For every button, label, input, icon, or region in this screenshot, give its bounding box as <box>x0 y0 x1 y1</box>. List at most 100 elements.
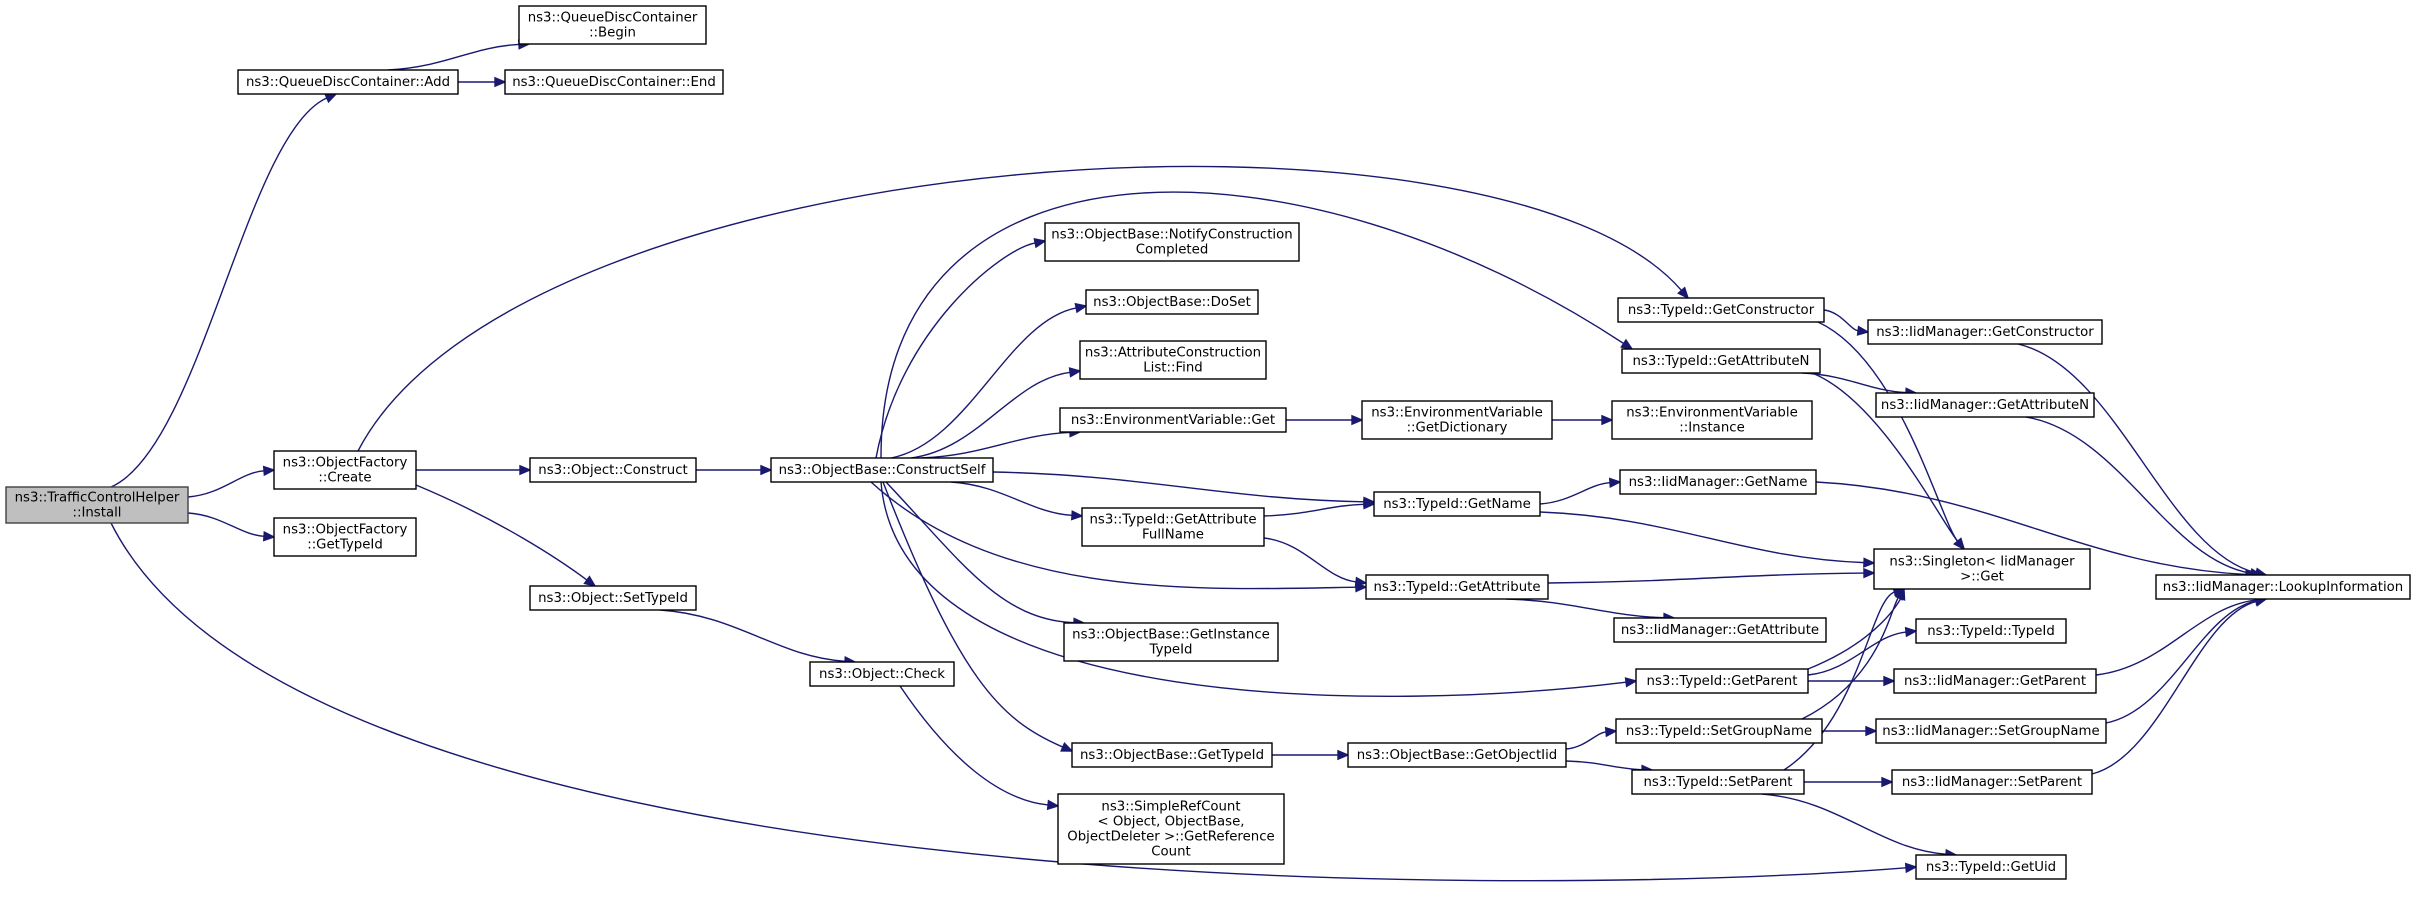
edge-line <box>1565 760 1643 771</box>
edge-arrowhead <box>1624 677 1638 688</box>
edge-arrowhead <box>1856 325 1870 336</box>
node-tid-setgroupname[interactable]: ns3::TypeId::SetGroupName <box>1615 718 1823 744</box>
node-qdc-end[interactable]: ns3::QueueDiscContainer::End <box>504 69 724 95</box>
edge-line <box>110 522 1907 882</box>
edge-arrowhead <box>1363 499 1376 510</box>
edge-arrowhead <box>1337 749 1350 761</box>
node-tid-setparent[interactable]: ns3::TypeId::SetParent <box>1631 769 1805 795</box>
edge-line <box>1807 598 1902 670</box>
edge-arrowhead <box>1604 726 1618 738</box>
node-box <box>1057 793 1285 865</box>
node-tid-getname[interactable]: ns3::TypeId::GetName <box>1373 491 1541 517</box>
node-tid-getparent[interactable]: ns3::TypeId::GetParent <box>1635 668 1809 694</box>
node-label-line: < Object, ObjectBase, <box>1097 815 1244 830</box>
node-label-line: ns3::IidManager::GetAttribute <box>1621 623 1819 638</box>
edge-obj-settypeid-to-obj-check <box>659 609 857 667</box>
edge-line <box>1811 372 1959 542</box>
node-ev-getdict[interactable]: ns3::EnvironmentVariable::GetDictionary <box>1361 400 1553 440</box>
node-label-line: ns3::Object::Check <box>819 667 945 682</box>
edge-tid-setparent-to-singleton-get <box>1783 587 1906 771</box>
node-label-line: ns3::ObjectBase::DoSet <box>1093 295 1251 310</box>
edge-line <box>1801 596 1900 720</box>
node-label-line: ::GetTypeId <box>307 538 383 553</box>
node-qdc-add[interactable]: ns3::QueueDiscContainer::Add <box>237 69 459 95</box>
edge-line <box>1505 598 1665 619</box>
edge-line <box>1263 503 1365 517</box>
edge-arrowhead <box>1074 302 1088 314</box>
edge-obj-construct-to-ob-constructself <box>696 464 773 476</box>
edge-line <box>992 471 1365 503</box>
node-box <box>504 69 724 95</box>
node-iid-lookup[interactable]: ns3::IidManager::LookupInformation <box>2155 574 2411 600</box>
edge-line <box>415 484 588 581</box>
node-tid-getconstructor[interactable]: ns3::TypeId::GetConstructor <box>1617 297 1825 323</box>
node-box <box>1044 222 1300 262</box>
node-of-gettypeid[interactable]: ns3::ObjectFactory::GetTypeId <box>273 517 417 557</box>
node-label-line: TypeId <box>1149 643 1193 658</box>
node-ob-getobjectiid[interactable]: ns3::ObjectBase::GetObjectIid <box>1347 742 1567 768</box>
node-ob-gettypeid[interactable]: ns3::ObjectBase::GetTypeId <box>1071 742 1273 768</box>
node-box <box>518 5 707 45</box>
edge-arrowhead <box>1904 626 1918 638</box>
edge-ob-constructself-to-tid-getname <box>992 471 1376 508</box>
node-of-create[interactable]: ns3::ObjectFactory::Create <box>273 450 417 490</box>
node-obj-construct[interactable]: ns3::Object::Construct <box>529 457 697 483</box>
edge-ev-get-to-ev-getdict <box>1285 414 1364 426</box>
node-ev-get[interactable]: ns3::EnvironmentVariable::Get <box>1059 407 1287 433</box>
node-label-line: ns3::TypeId::GetParent <box>1647 674 1798 689</box>
edge-line <box>899 685 1049 806</box>
node-qdc-begin[interactable]: ns3::QueueDiscContainer::Begin <box>518 5 707 45</box>
node-ob-doset[interactable]: ns3::ObjectBase::DoSet <box>1085 289 1259 315</box>
node-iid-getattr[interactable]: ns3::IidManager::GetAttribute <box>1613 617 1827 643</box>
node-srf-getref[interactable]: ns3::SimpleRefCount< Object, ObjectBase,… <box>1057 793 1285 865</box>
edge-tid-setgroupname-to-singleton-get <box>1801 587 1906 720</box>
node-label-line: ns3::TypeId::GetConstructor <box>1628 303 1815 318</box>
edge-line <box>1761 793 1947 855</box>
node-label-line: ns3::ObjectBase::GetInstance <box>1072 628 1270 643</box>
node-install[interactable]: ns3::TrafficControlHelper::Install <box>5 486 189 524</box>
node-label-line: ns3::TypeId::TypeId <box>1927 624 2055 639</box>
node-tid-getattrn[interactable]: ns3::TypeId::GetAttributeN <box>1621 348 1821 374</box>
edge-line <box>1783 591 1895 771</box>
edge-arrowhead <box>1060 741 1074 752</box>
edge-line <box>187 470 265 498</box>
edge-tid-getattrn-to-singleton-get <box>1811 372 1966 551</box>
edge-ev-getdict-to-ev-instance <box>1551 414 1614 426</box>
node-tid-getattr[interactable]: ns3::TypeId::GetAttribute <box>1365 574 1549 600</box>
node-obj-check[interactable]: ns3::Object::Check <box>809 661 955 687</box>
node-box <box>1615 718 1823 744</box>
edge-ob-constructself-to-ob-notify <box>875 237 1047 459</box>
node-box <box>1621 348 1821 374</box>
node-ob-constructself[interactable]: ns3::ObjectBase::ConstructSelf <box>770 457 994 483</box>
node-iid-setparent[interactable]: ns3::IidManager::SetParent <box>1891 769 2093 795</box>
node-iid-getparent[interactable]: ns3::IidManager::GetParent <box>1893 668 2097 694</box>
edge-of-create-to-obj-construct <box>416 464 532 476</box>
edge-arrowhead <box>1046 799 1060 811</box>
node-label-line: ns3::ObjectBase::NotifyConstruction <box>1051 228 1292 243</box>
node-tid-getuid[interactable]: ns3::TypeId::GetUid <box>1915 854 2067 880</box>
node-label-line: ns3::IidManager::GetAttributeN <box>1881 398 2089 413</box>
node-label-line: ::Install <box>73 506 122 521</box>
node-singleton-get[interactable]: ns3::Singleton< IidManager >::Get <box>1873 548 2091 590</box>
node-iid-getconstructor[interactable]: ns3::IidManager::GetConstructor <box>1867 319 2103 345</box>
edge-line <box>875 242 1036 459</box>
edges-layer <box>110 39 2268 882</box>
node-iid-getname[interactable]: ns3::IidManager::GetName <box>1619 469 1817 495</box>
edge-ob-constructself-to-ob-getinstance <box>885 481 1086 628</box>
node-tid-typeid[interactable]: ns3::TypeId::TypeId <box>1915 618 2067 644</box>
node-obj-settypeid[interactable]: ns3::Object::SetTypeId <box>529 585 697 611</box>
node-label-line: >::Get <box>1960 570 2004 585</box>
edge-line <box>110 97 328 488</box>
node-ob-notify[interactable]: ns3::ObjectBase::NotifyConstructionCompl… <box>1044 222 1300 262</box>
node-iid-getattrn[interactable]: ns3::IidManager::GetAttributeN <box>1875 392 2095 418</box>
node-ev-instance[interactable]: ns3::EnvironmentVariable::Instance <box>1611 400 1813 440</box>
node-label-line: ns3::IidManager::GetName <box>1629 475 1808 490</box>
node-iid-setgroupname[interactable]: ns3::IidManager::SetGroupName <box>1875 718 2107 744</box>
node-label-line: ::GetDictionary <box>1407 421 1508 436</box>
node-box <box>1915 618 2067 644</box>
edge-install-to-of-create <box>187 465 276 498</box>
